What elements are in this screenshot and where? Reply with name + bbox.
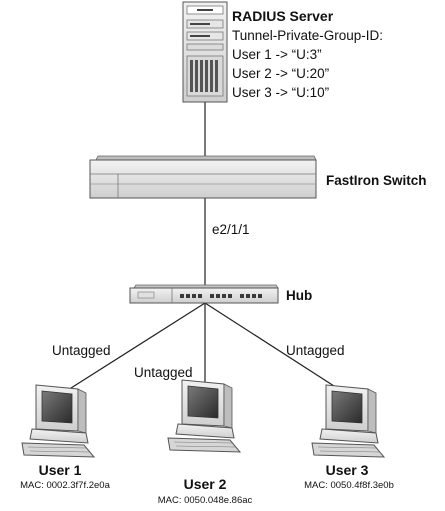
radius-user2-mapping: User 2 -> “U:20” (232, 66, 330, 81)
user2-mac: MAC: 0050.048e.86ac (157, 495, 253, 506)
computer-icon-user3 (311, 384, 386, 458)
computer-icon-user1 (21, 384, 96, 458)
switch-label: FastIron Switch (326, 173, 427, 188)
hub-label: Hub (286, 288, 313, 303)
connection-lines (59, 102, 349, 396)
hub-user3-link (204, 302, 349, 396)
radius-server-icon (182, 1, 228, 103)
radius-attribute-label: Tunnel-Private-Group-ID: (232, 28, 384, 43)
user2-name: User 2 (183, 476, 227, 492)
hub-icon (129, 284, 279, 304)
computer-icon-user2 (167, 379, 242, 453)
switch-port-label: e2/1/1 (212, 222, 250, 237)
fastiron-switch-icon (89, 155, 317, 199)
user3-mac: MAC: 0050.4f8f.3e0b (304, 480, 394, 491)
radius-server-title: RADIUS Server (232, 8, 334, 24)
user1-mac: MAC: 0002.3f7f.2e0a (20, 480, 110, 491)
hub-user1-link (59, 302, 206, 396)
user3-name: User 3 (325, 462, 369, 478)
radius-user3-mapping: User 3 -> “U:10” (232, 85, 330, 100)
untagged-label-user1: Untagged (52, 343, 111, 358)
user1-name: User 1 (38, 462, 82, 478)
untagged-label-user2: Untagged (134, 365, 193, 380)
untagged-label-user3: Untagged (286, 343, 345, 358)
radius-user1-mapping: User 1 -> “U:3” (232, 47, 322, 62)
